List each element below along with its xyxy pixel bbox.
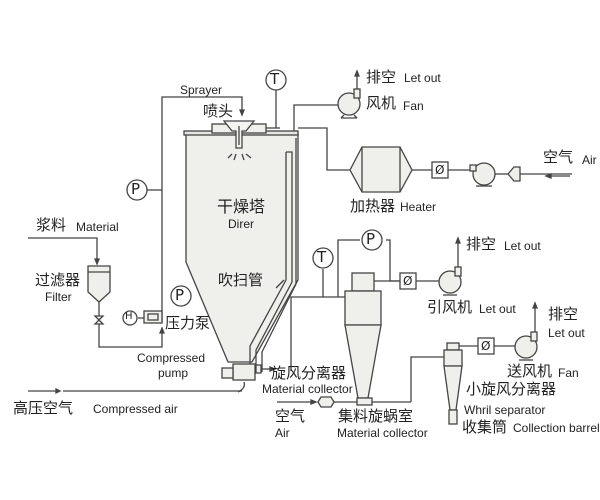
material-feed: [28, 237, 165, 348]
dryer-base: [221, 363, 262, 393]
fan1-label-zh: 风机: [366, 94, 397, 112]
pressure-gauge-left-label: P: [131, 180, 141, 198]
damper-icon: Ø: [435, 163, 445, 177]
fan1-label-en: Fan: [403, 99, 424, 113]
letout1-label-zh: 排空: [366, 68, 397, 86]
collector-label-en: Material collector: [337, 426, 428, 440]
purge-tube: [249, 138, 297, 372]
temperature-gauge-top: [265, 69, 287, 91]
air2-label-en: Air: [275, 426, 290, 440]
heater-label-zh: 加热器: [350, 197, 396, 215]
pump-label-en-line1: Compressed: [137, 351, 206, 365]
compressed-air-label-en: Compressed air: [93, 402, 178, 416]
air1-label-en: Air: [582, 153, 597, 167]
pressure-gauge-left: [126, 179, 148, 201]
material-label-zh: 浆料: [36, 216, 67, 234]
purge-tube-label: 吹扫管: [218, 271, 264, 289]
id-fan-label-zh: 引风机: [427, 298, 473, 316]
letout2-label-en: Let out: [504, 239, 541, 253]
dryer-label-en: Direr: [228, 217, 254, 231]
blower-fan: [477, 301, 538, 361]
damper-icon: Ø: [403, 274, 413, 288]
air-intake: [431, 161, 572, 187]
pressure-gauge-tower-label: P: [175, 286, 185, 304]
compressed-air-label-zh: 高压空气: [13, 399, 74, 417]
pump-label-zh: 压力泵: [165, 314, 211, 332]
pressure-gauge-cyclone: [361, 229, 383, 251]
air1-label-zh: 空气: [543, 148, 574, 166]
pump-label-en-line2: pump: [158, 366, 189, 380]
damper-icon: Ø: [481, 339, 491, 353]
small-cyclone-label-zh: 小旋风分离器: [466, 380, 557, 398]
spray-droplets-icon: [227, 153, 252, 161]
compressed-air-line: [28, 387, 242, 395]
pressure-gauge-tower: [170, 285, 192, 307]
sprayer-label-zh: 喷头: [203, 102, 234, 120]
induced-draft-fan: [399, 236, 462, 296]
small-cyclone: [443, 342, 478, 425]
exhaust-fan: [337, 69, 361, 119]
cyclone-label-en: Material collector: [262, 382, 353, 396]
filter-label-en: Filter: [45, 290, 72, 304]
pump-gauge: [122, 310, 138, 326]
heater-label-en: Heater: [400, 200, 437, 214]
barrel-label-en: Collection barrel: [513, 421, 600, 435]
pump-gauge-label: H: [125, 311, 133, 322]
dryer-to-cyclone-line: [262, 239, 400, 372]
cyclone-separator: [344, 272, 400, 406]
temperature-gauge-top-label: T: [270, 70, 280, 88]
pressure-gauge-cyclone-label: P: [366, 230, 376, 248]
letout1-label-en: Let out: [404, 71, 441, 85]
filter-label-zh: 过滤器: [35, 271, 81, 289]
temperature-gauge-cyclone: [312, 247, 334, 269]
collector-label-zh: 集料旋蜗室: [338, 407, 414, 425]
whirl-separator-label-en: Whril separator: [464, 403, 546, 417]
letout3-label-en: Let out: [548, 326, 585, 340]
id-fan-label-en: Let out: [479, 302, 516, 316]
air2-label-zh: 空气: [275, 407, 306, 425]
exhaust-line: [266, 90, 350, 171]
temperature-gauge-cyclone-label: T: [317, 248, 327, 266]
material-label-en: Material: [76, 220, 119, 234]
cyclone-label-zh: 旋风分离器: [271, 364, 347, 382]
dryer-label-zh: 干燥塔: [217, 197, 266, 216]
collector-air-line: [277, 356, 444, 408]
sprayer-label-en: Sprayer: [180, 83, 223, 97]
heater: [349, 146, 432, 193]
letout2-label-zh: 排空: [466, 235, 497, 253]
blower-label-zh: 送风机: [507, 362, 553, 380]
sprayer-feed-line: [147, 96, 245, 322]
blower-label-en: Fan: [558, 366, 579, 380]
barrel-label-zh: 收集筒: [462, 418, 508, 436]
letout3-label-zh: 排空: [548, 305, 579, 323]
